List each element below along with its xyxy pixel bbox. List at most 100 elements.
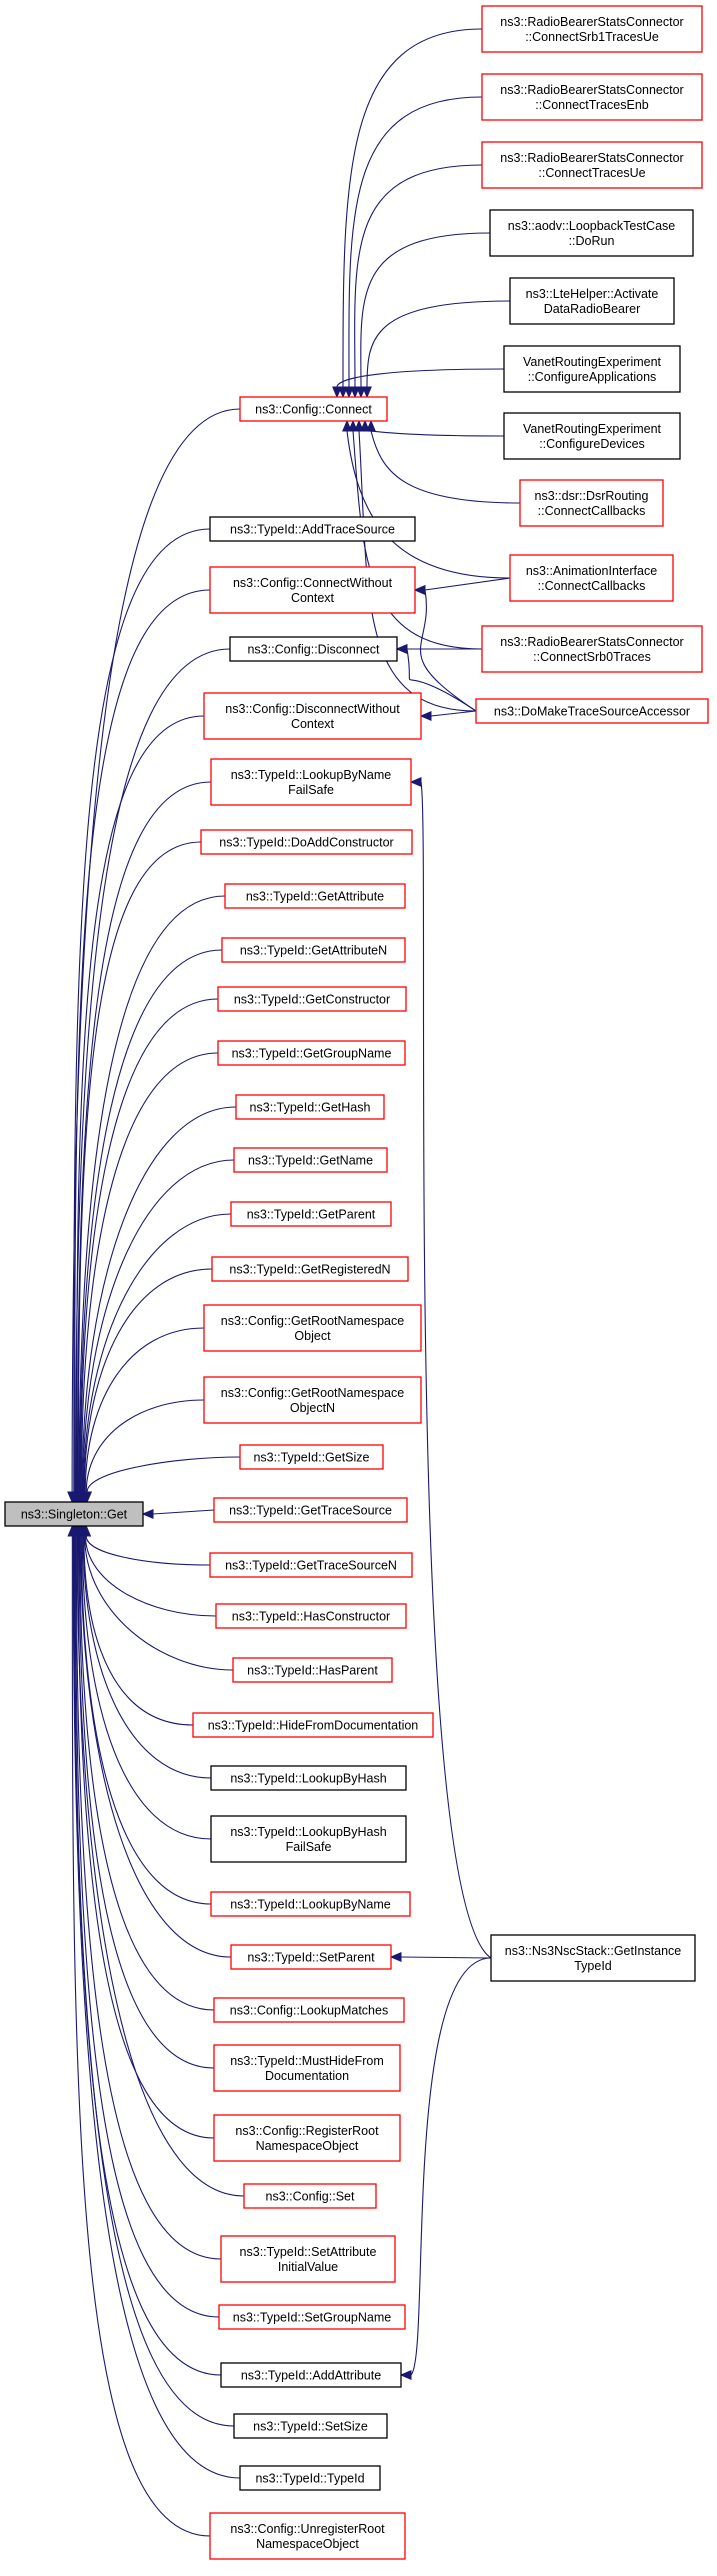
node-box (475, 698, 709, 724)
node-typeid-addattribute[interactable]: ns3::TypeId::AddAttribute (220, 2362, 402, 2388)
node-typeid-gethash[interactable]: ns3::TypeId::GetHash (235, 1094, 385, 1120)
edge-domaketracesourceaccessor-to-config-disconnect (395, 644, 477, 712)
edge-line (354, 164, 483, 388)
node-typeid-getconstructor[interactable]: ns3::TypeId::GetConstructor (217, 986, 407, 1012)
edge-line (71, 1535, 211, 2537)
node-typeid-setparent[interactable]: ns3::TypeId::SetParent (230, 1944, 392, 1970)
node-label-line: NamespaceObject (256, 2139, 359, 2153)
edge-typeid-lookupbyhash-to-singleton-get (78, 1524, 212, 1779)
node-box (209, 2512, 406, 2560)
edge-line (79, 1535, 215, 2011)
arrowhead (354, 419, 364, 432)
edge-rbsc-connecttracesenb-to-config-connect (344, 96, 483, 399)
node-typeid-getregisteredn[interactable]: ns3::TypeId::GetRegisteredN (211, 1256, 409, 1282)
node-typeid-getname[interactable]: ns3::TypeId::GetName (233, 1147, 388, 1173)
node-label-line: ns3::Config::ConnectWithout (233, 576, 393, 590)
edge-line (358, 430, 477, 712)
edge-line (72, 1535, 241, 2479)
edge-aodv-loopbacktestcase-dorun-to-config-connect (356, 232, 491, 399)
node-config-lookupmatches[interactable]: ns3::Config::LookupMatches (213, 1997, 405, 2023)
node-config-connect[interactable]: ns3::Config::Connect (239, 396, 388, 422)
node-label-line: ns3::TypeId::LookupByHash (230, 1772, 386, 1786)
node-typeid-lookupbyhash[interactable]: ns3::TypeId::LookupByHash (210, 1765, 407, 1791)
node-rbsc-connecttracesenb[interactable]: ns3::RadioBearerStatsConnector::ConnectT… (481, 73, 703, 121)
node-box (213, 2044, 401, 2092)
arrowhead (338, 386, 348, 399)
node-box (503, 412, 681, 460)
node-rbsc-connecttracesue[interactable]: ns3::RadioBearerStatsConnector::ConnectT… (481, 141, 703, 189)
node-typeid-hasconstructor[interactable]: ns3::TypeId::HasConstructor (215, 1603, 407, 1629)
edge-line (360, 232, 491, 388)
edge-typeid-hidefromdocumentation-to-singleton-get (78, 1524, 194, 1726)
edge-typeid-lookupbynamefailsafe-to-singleton-get (72, 781, 212, 1504)
edge-line (420, 781, 492, 1959)
edge-line (80, 1052, 219, 1493)
arrowhead (366, 419, 376, 432)
node-typeid-getgroupname[interactable]: ns3::TypeId::GetGroupName (217, 1040, 406, 1066)
node-label-line: ns3::Config::Connect (255, 403, 372, 417)
node-label-line: FailSafe (286, 1840, 332, 1854)
node-typeid-setsize[interactable]: ns3::TypeId::SetSize (233, 2413, 388, 2439)
node-box (481, 625, 703, 673)
node-rbsc-connectsrb0traces[interactable]: ns3::RadioBearerStatsConnector::ConnectS… (481, 625, 703, 673)
node-label-line: ns3::TypeId::LookupByHash (230, 1825, 386, 1839)
node-typeid-gettracesource[interactable]: ns3::TypeId::GetTraceSource (213, 1497, 408, 1523)
node-label-line: ns3::TypeId::SetParent (247, 1951, 375, 1965)
arrowhead (356, 386, 366, 399)
arrowhead (419, 711, 432, 721)
node-config-disconnect[interactable]: ns3::Config::Disconnect (229, 636, 398, 662)
node-typeid-lookupbyname[interactable]: ns3::TypeId::LookupByName (210, 1891, 411, 1917)
node-label-line: ns3::Config::RegisterRoot (235, 2124, 379, 2138)
node-typeid-addtracesource[interactable]: ns3::TypeId::AddTraceSource (209, 516, 416, 542)
node-typeid-hidefromdocumentation[interactable]: ns3::TypeId::HideFromDocumentation (192, 1712, 434, 1738)
node-label-line: ::ConnectSrb0Traces (533, 650, 651, 664)
node-typeid-typeid[interactable]: ns3::TypeId::TypeId (239, 2465, 381, 2491)
node-label-line: ns3::TypeId::HasConstructor (232, 1610, 390, 1624)
edge-line (76, 781, 212, 1493)
node-typeid-getsize[interactable]: ns3::TypeId::GetSize (239, 1444, 384, 1470)
node-domaketracesourceaccessor[interactable]: ns3::DoMakeTraceSourceAccessor (475, 698, 709, 724)
node-typeid-gettracesourcen[interactable]: ns3::TypeId::GetTraceSourceN (209, 1552, 413, 1578)
node-typeid-hasparent[interactable]: ns3::TypeId::HasParent (232, 1657, 393, 1683)
node-label-line: ns3::TypeId::AddTraceSource (230, 523, 395, 537)
node-animationinterface-connectcallbacks[interactable]: ns3::AnimationInterface::ConnectCallback… (509, 554, 674, 602)
node-box (213, 1997, 405, 2023)
edge-line (75, 1535, 222, 2260)
node-label-line: ns3::TypeId::GetAttributeN (240, 944, 387, 958)
node-label-line: ns3::TypeId::SetAttribute (240, 2245, 377, 2259)
node-config-unregisterrootnamespaceobject[interactable]: ns3::Config::UnregisterRootNamespaceObje… (209, 2512, 406, 2560)
node-config-set[interactable]: ns3::Config::Set (243, 2183, 377, 2209)
node-rbsc-connectsrb1tracesue[interactable]: ns3::RadioBearerStatsConnector::ConnectS… (481, 5, 703, 53)
node-dsrrouting-connectcallbacks[interactable]: ns3::dsr::DsrRouting::ConnectCallbacks (519, 479, 664, 527)
node-aodv-loopbacktestcase-dorun[interactable]: ns3::aodv::LoopbackTestCase::DoRun (489, 209, 694, 257)
node-label-line: ns3::Config::UnregisterRoot (230, 2522, 385, 2536)
node-label-line: ::ConfigureApplications (528, 370, 657, 384)
node-box (229, 636, 398, 662)
edge-rbsc-connectsrb1tracesue-to-config-connect (338, 28, 483, 399)
node-label-line: ns3::TypeId::HideFromDocumentation (208, 1719, 419, 1733)
node-typeid-doaddconstructor[interactable]: ns3::TypeId::DoAddConstructor (200, 829, 413, 855)
node-box (481, 5, 703, 53)
node-typeid-setgroupname[interactable]: ns3::TypeId::SetGroupName (218, 2304, 406, 2330)
edge-line (84, 1535, 217, 1617)
node-label-line: VanetRoutingExperiment (523, 355, 662, 369)
node-vanet-configureapplications[interactable]: VanetRoutingExperiment::ConfigureApplica… (503, 345, 681, 393)
node-typeid-getparent[interactable]: ns3::TypeId::GetParent (230, 1201, 392, 1227)
node-typeid-getattributen[interactable]: ns3::TypeId::GetAttributeN (221, 937, 406, 963)
node-label-line: ns3::TypeId::GetGroupName (232, 1047, 392, 1061)
node-typeid-getattribute[interactable]: ns3::TypeId::GetAttribute (224, 883, 406, 909)
node-label-line: ::ConnectCallbacks (538, 579, 646, 593)
node-vanet-configuredevices[interactable]: VanetRoutingExperiment::ConfigureDevices (503, 412, 681, 460)
arrowhead (360, 419, 370, 432)
